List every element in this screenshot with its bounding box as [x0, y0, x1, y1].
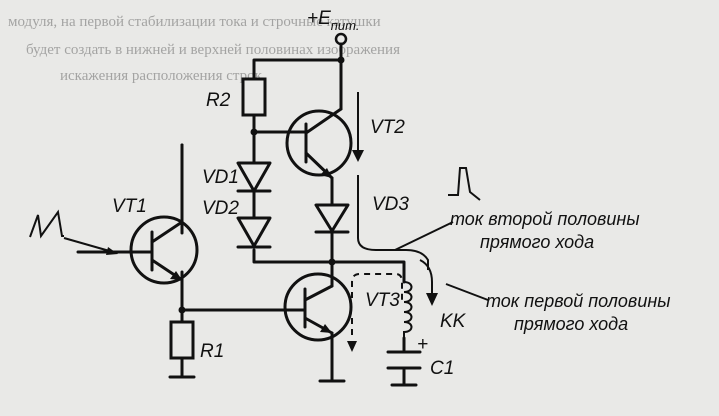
transistor-vt1: VT1: [112, 143, 199, 285]
vd2-label: VD2: [202, 198, 239, 219]
diode-vd1: VD1: [202, 143, 272, 193]
input-sawtooth-waveform: [29, 209, 64, 239]
resistor-r2: R2: [206, 77, 267, 117]
capacitor-c1: + C1: [386, 334, 454, 379]
r2-body: [241, 77, 267, 117]
vt2-emitter-arrow: [320, 168, 332, 178]
vt1-label: VT1: [112, 196, 147, 217]
r1-label: R1: [200, 341, 224, 362]
r1-body: [169, 320, 195, 360]
junction-dot: [337, 56, 345, 64]
junction-dot: [328, 258, 336, 266]
first-half-current-arrow-head: [426, 293, 438, 306]
output-pulse: [448, 167, 481, 201]
first-half-current-path: [419, 259, 433, 296]
vt2-body: [285, 109, 353, 177]
junction-dots: [178, 56, 345, 314]
first-half-pointer: [445, 283, 489, 301]
vt1-emitter-arrow: [170, 271, 182, 280]
vd2-to-bus-wire: [252, 248, 406, 270]
diode-vd3: VD3: [314, 194, 409, 234]
background-line-3: искажения расположения строк: [60, 68, 263, 84]
coil-winding: [403, 281, 413, 338]
resistor-r1: R1: [169, 320, 224, 362]
deflection-coil-kk: KK: [402, 266, 467, 338]
vt2-current-arrow-head: [352, 150, 364, 162]
vt3-collector: [303, 284, 334, 302]
vt3-body: [283, 272, 353, 342]
vt1-collector: [150, 143, 184, 244]
vt3-label: VT3: [365, 290, 400, 311]
junction-dot: [178, 306, 186, 314]
vt2-collector: [304, 107, 343, 135]
supply-wire: [252, 42, 343, 81]
c1-label: C1: [430, 358, 454, 379]
transistor-vt3: VT3: [283, 272, 400, 342]
current-arrows: [347, 92, 438, 352]
vd2-triangle: [236, 216, 272, 248]
vt2-label: VT2: [370, 117, 405, 138]
first-half-caption-line-1: ток первой половины: [486, 291, 671, 311]
vt3-current-arrow-head: [347, 341, 357, 352]
vd3-triangle: [314, 203, 350, 233]
output-pulse-waveform: [448, 167, 481, 201]
second-half-current-path: [357, 175, 429, 270]
r2-label: R2: [206, 90, 231, 111]
vd1-label: VD1: [202, 167, 239, 188]
input-pulse: [29, 209, 118, 255]
ground-symbols: [168, 375, 418, 387]
supply-terminal: +Eпит.: [307, 8, 359, 46]
input-arrow-line: [63, 237, 114, 253]
background-page-text: модуля, на первой стабилизации тока и ст…: [8, 14, 400, 84]
first-half-caption-line-2: прямого хода: [514, 314, 628, 334]
annotations: ток второй половины прямого хода ток пер…: [450, 209, 671, 334]
kk-label: KK: [440, 311, 467, 332]
supply-label-subscript: пит.: [331, 18, 360, 33]
vt3-current-dashed-path: [351, 273, 403, 300]
second-half-caption-line-1: ток второй половины: [450, 209, 640, 229]
second-half-pointer: [394, 221, 454, 251]
supply-label-main: +E: [307, 8, 331, 29]
vt1-body: [129, 215, 199, 285]
supply-label: +Eпит.: [307, 8, 359, 33]
background-line-1: модуля, на первой стабилизации тока и ст…: [8, 14, 381, 30]
diode-vd2: VD2: [202, 189, 272, 249]
vd1-triangle: [236, 161, 272, 193]
background-line-2: будет создать в нижней и верхней половин…: [26, 42, 400, 58]
vt3-emitter-arrow: [320, 324, 332, 333]
second-half-caption-line-2: прямого хода: [480, 232, 594, 252]
transistor-vt2: VT2: [285, 107, 405, 180]
vd3-label: VD3: [372, 194, 409, 215]
c1-plus-sign: +: [417, 334, 428, 355]
input-arrow-head: [106, 247, 118, 255]
annotation-pointers: [394, 221, 489, 301]
junction-dot: [250, 128, 258, 136]
